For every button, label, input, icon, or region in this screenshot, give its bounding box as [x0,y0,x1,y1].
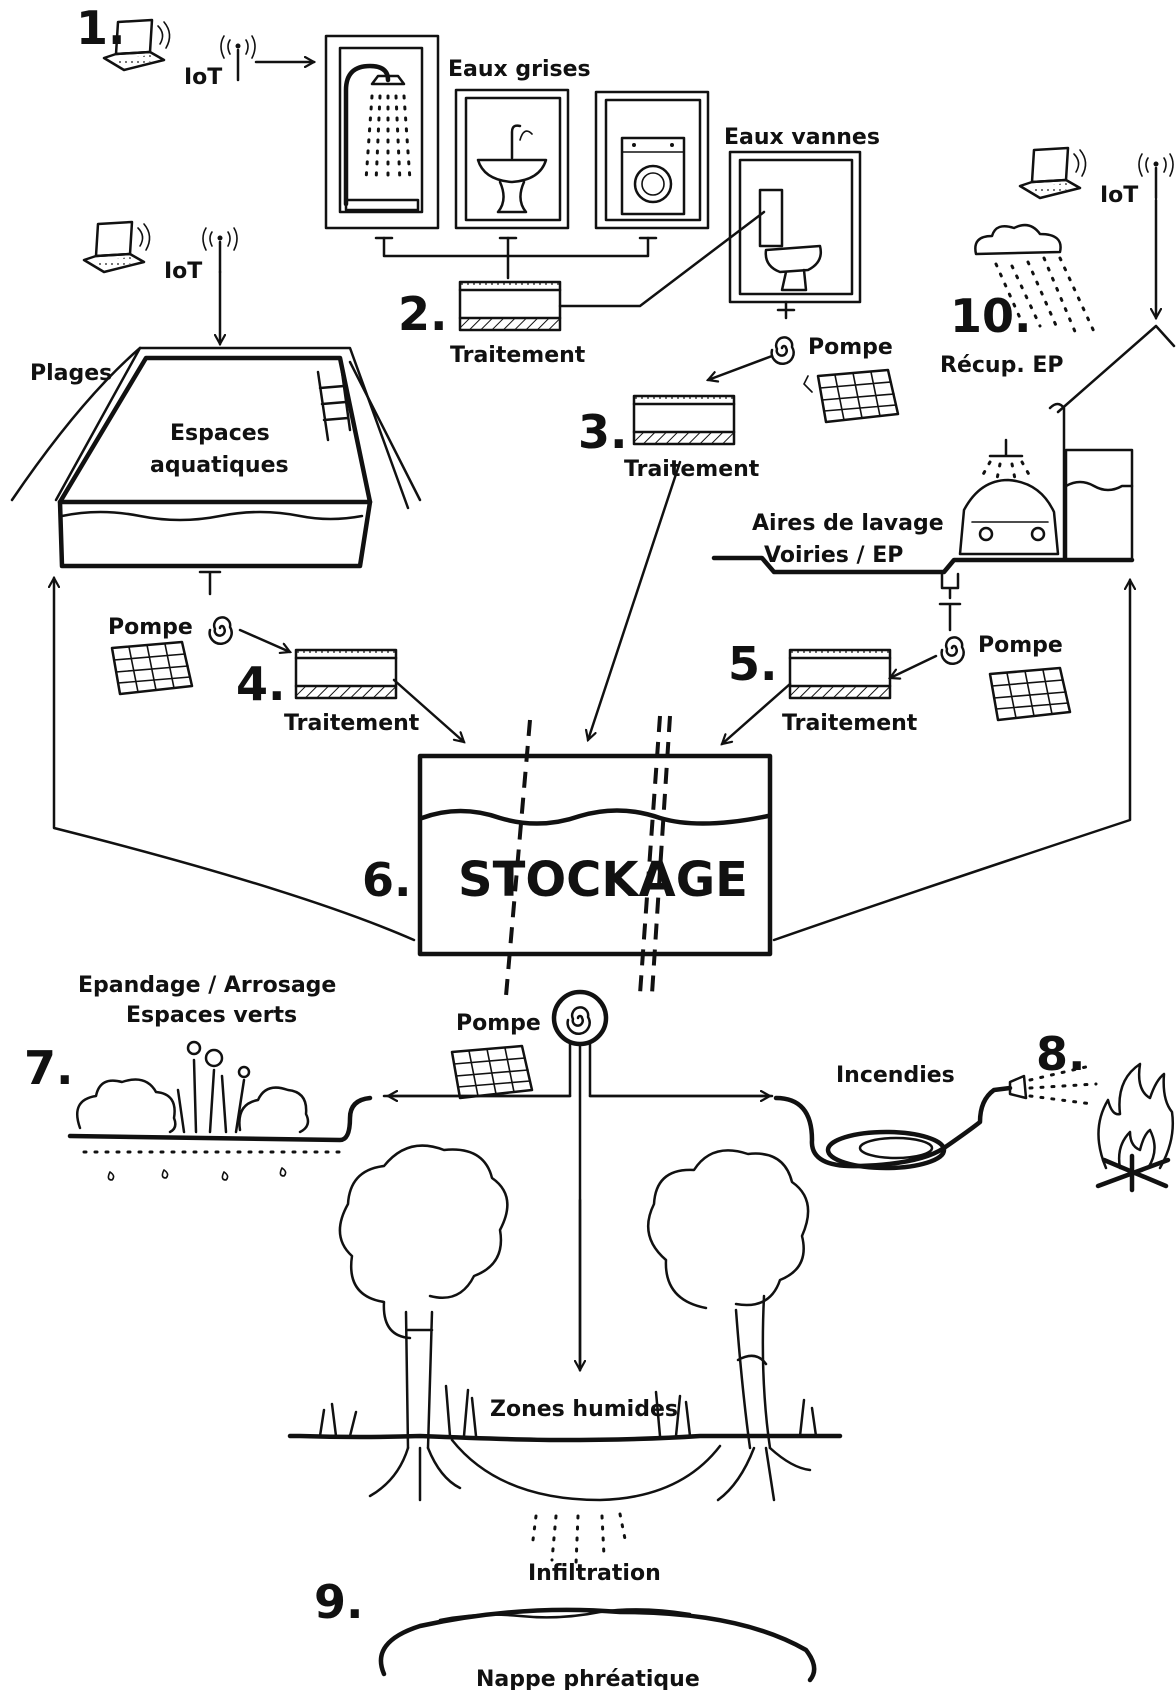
antenna-icon [1137,152,1175,200]
antenna-icon [219,34,257,82]
iot-label-2: IoT [164,259,202,284]
infiltration-label: Infiltration [528,1561,661,1586]
tree-icon [338,1144,509,1502]
pool-icon [10,346,422,569]
plages-label: Plages [30,361,112,386]
grey-water-pipe [382,236,650,280]
treatment-filter-icon [632,394,736,446]
step-number-5: 5. [728,637,777,691]
traitement-label-2: Traitement [450,343,586,368]
voiries-ep-label: Voiries / EP [764,543,903,568]
pump-spiral-icon [566,1006,591,1036]
sink-icon [454,88,570,230]
antenna-icon [201,226,239,274]
recup-ep-label: Récup. EP [940,353,1063,378]
espaces-aquatiques-label-2: aquatiques [150,453,289,478]
pompe-label-3: Pompe [808,335,893,360]
eaux-vannes-label: Eaux vannes [724,125,880,150]
traitement-label-5: Traitement [782,711,918,736]
zones-humides-label: Zones humides [490,1397,678,1422]
laptop-icon [82,220,151,274]
pompe-label-5: Pompe [978,633,1063,658]
plants-icon [67,1040,373,1181]
car-wash-icon [958,438,1060,556]
stockage-label: STOCKAGE [458,852,748,908]
solar-panel-icon [988,666,1072,722]
traitement-label-3: Traitement [624,457,760,482]
espaces-verts-label: Espaces verts [126,1003,297,1028]
treatment-filter-icon [458,280,562,332]
eaux-grises-label: Eaux grises [448,57,591,82]
return-line-pool [54,578,416,942]
step-number-7: 7. [24,1041,73,1095]
aquifer [378,1607,817,1683]
step-number-2: 2. [398,287,447,341]
laptop-icon [1018,146,1087,200]
fire-icon [1095,1062,1174,1193]
rain-cloud-icon [974,223,1098,338]
step-number-6: 6. [362,853,411,907]
storage-tank [417,715,773,997]
shower-icon [324,34,440,230]
tree-icon [646,1149,812,1502]
solar-panel-icon [110,640,194,696]
step-number-10: 10. [950,289,1032,343]
toilet-icon [728,150,862,304]
treatment-filter-icon [294,648,398,700]
incendies-label: Incendies [836,1063,955,1088]
pump-spiral-icon [940,636,965,666]
solar-panel-icon [450,1044,534,1100]
treatment-filter-icon [788,648,892,700]
step-number-4: 4. [236,657,285,711]
pompe-label-6: Pompe [456,1011,541,1036]
wetland-vegetation [287,1384,843,1566]
espaces-aquatiques-label-1: Espaces [170,421,270,446]
house-roof-icon [1048,324,1176,562]
pompe-label-4: Pompe [108,615,193,640]
traitement-label-4: Traitement [284,711,420,736]
step-number-9: 9. [314,1575,363,1629]
nappe-phreatique-label: Nappe phréatique [476,1667,700,1690]
epandage-label: Epandage / Arrosage [78,973,336,998]
iot-label-1: IoT [184,65,222,90]
iot-label-3: IoT [1100,183,1138,208]
aires-lavage-label: Aires de lavage [752,511,944,536]
washing-machine-icon [594,90,710,230]
pump-spiral-icon [208,616,233,646]
toilet-pipe [558,210,766,308]
hose-icon [773,1064,1098,1171]
return-line-washing [772,580,1130,942]
step-number-3: 3. [578,405,627,459]
pump-spiral-icon [770,336,795,366]
solar-panel-icon [816,368,900,424]
